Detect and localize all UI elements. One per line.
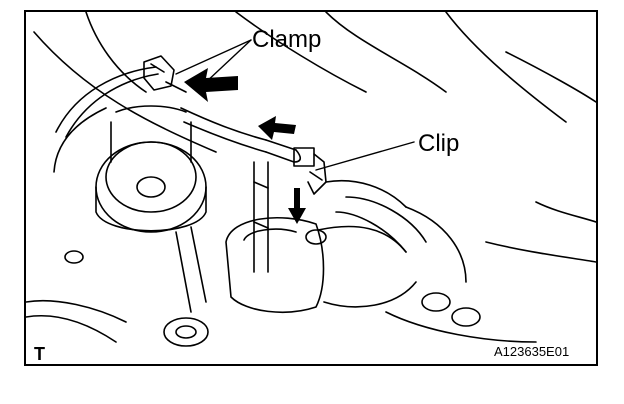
fuel-hose [180, 107, 302, 163]
clamp-bracket [143, 55, 187, 93]
callout-arrows [184, 68, 306, 224]
right-housing [325, 179, 537, 343]
clamp-label: Clamp [252, 26, 322, 53]
figure-id: A123635E01 [494, 344, 570, 359]
hose-slide-arrow [258, 116, 296, 140]
engine-bay-illustration [26, 12, 596, 347]
lower-left-parts [26, 226, 209, 347]
leader-lines [175, 39, 415, 171]
wire-harness [53, 66, 159, 173]
clamp-arrow [184, 68, 238, 102]
clip-label: Clip [418, 130, 460, 157]
corner-mark: T [34, 344, 45, 364]
mounting-bracket [253, 161, 269, 273]
pump-housing [225, 216, 417, 313]
illustration-frame: Clamp Clip T A123635E01 [24, 10, 598, 366]
clip-down-arrow [288, 188, 306, 224]
oil-filter [95, 105, 207, 233]
